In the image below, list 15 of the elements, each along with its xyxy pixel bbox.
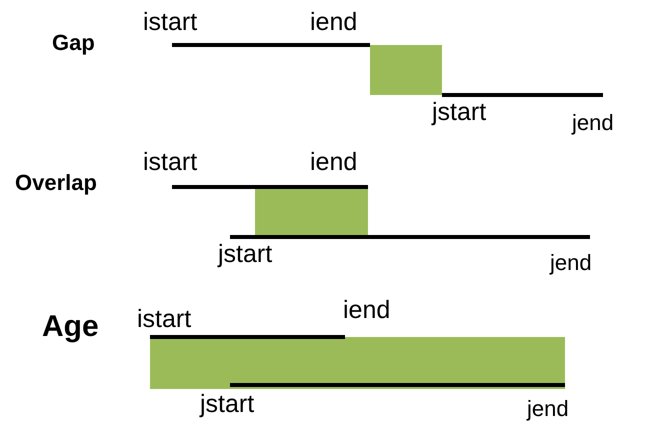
row-title: Age [42, 312, 99, 342]
interval-label: iend [310, 10, 358, 35]
interval-label: jend [572, 112, 614, 134]
interval-label: istart [137, 307, 192, 332]
interval-label: istart [143, 150, 198, 175]
interval-label: jstart [432, 100, 486, 125]
row-title: Overlap [15, 172, 97, 194]
row-title: Gap [52, 32, 95, 54]
interval-label: istart [143, 10, 198, 35]
interval-label: jstart [218, 242, 272, 267]
interval-label: jstart [200, 392, 254, 417]
interval-label: iend [343, 298, 390, 323]
interval-label: jend [527, 398, 569, 420]
interval-label: jend [550, 252, 592, 274]
interval-label: iend [310, 150, 358, 175]
